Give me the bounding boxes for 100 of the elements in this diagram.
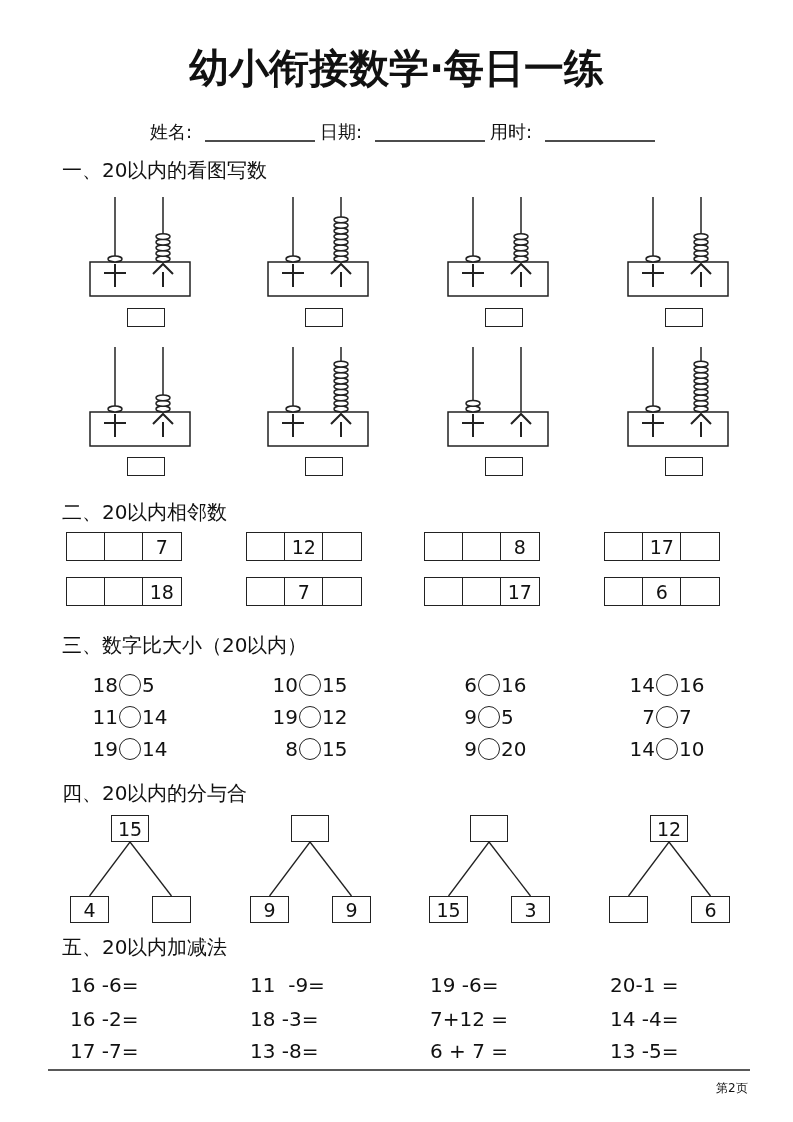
number-text: 9	[345, 898, 358, 921]
number-text: 15	[322, 739, 348, 759]
answer-box	[127, 308, 165, 327]
compare-circle	[119, 706, 141, 728]
equation-text: 7+12 =	[430, 1009, 509, 1029]
number-text: 15	[436, 898, 461, 921]
answer-box	[665, 457, 703, 476]
number-text: 6	[464, 675, 477, 695]
compare-circle	[119, 738, 141, 760]
equation-text: 20-1 =	[610, 975, 679, 995]
number-text: 4	[83, 898, 96, 921]
number-text: 8	[513, 535, 526, 558]
equation-text: 19 -6=	[430, 975, 499, 995]
answer-box	[305, 308, 343, 327]
answer-box	[604, 532, 644, 561]
compare-circle	[656, 738, 678, 760]
answer-box	[680, 532, 720, 561]
connector-line	[309, 841, 353, 897]
compare-circle	[478, 738, 500, 760]
number-box	[642, 577, 682, 606]
answer-box	[462, 577, 502, 606]
answer-box	[152, 896, 191, 923]
number-box	[642, 532, 682, 561]
number-text: 14	[629, 675, 655, 695]
number-text: 17	[649, 535, 674, 558]
number-text: 19	[92, 739, 118, 759]
answer-box	[322, 532, 362, 561]
answer-box	[305, 457, 343, 476]
number-text: 6	[704, 898, 717, 921]
compare-circle	[119, 674, 141, 696]
answer-box	[104, 577, 144, 606]
page-number: 第2页	[716, 1082, 748, 1094]
number-text: 18	[92, 675, 118, 695]
number-box	[332, 896, 371, 923]
section-heading: 一、20以内的看图写数	[62, 160, 268, 180]
answer-box	[104, 532, 144, 561]
number-box	[111, 815, 149, 842]
field-label: 姓名:	[150, 123, 193, 141]
number-text: 3	[524, 898, 537, 921]
answer-box	[66, 577, 106, 606]
number-text: 7	[642, 707, 655, 727]
equation-text: 13 -8=	[250, 1041, 319, 1061]
number-box	[284, 532, 324, 561]
number-text: 10	[679, 739, 705, 759]
number-text: 11	[92, 707, 118, 727]
connector-line	[668, 841, 712, 897]
number-box	[142, 532, 182, 561]
compare-circle	[299, 738, 321, 760]
equation-text: 16 -2=	[70, 1009, 139, 1029]
answer-box	[609, 896, 648, 923]
compare-circle	[656, 674, 678, 696]
section-heading: 二、20以内相邻数	[62, 502, 228, 522]
field-label: 用时:	[490, 123, 533, 141]
connector-line	[447, 841, 490, 897]
answer-box	[462, 532, 502, 561]
number-text: 14	[142, 739, 168, 759]
equation-text: 6 + 7 =	[430, 1041, 509, 1061]
number-text: 7	[297, 580, 310, 603]
equation-text: 11 -9=	[250, 975, 325, 995]
answer-box	[424, 532, 464, 561]
answer-box	[604, 577, 644, 606]
answer-box	[246, 577, 286, 606]
worksheet-title: 幼小衔接数学·每日一练	[187, 48, 606, 88]
number-box	[142, 577, 182, 606]
number-box	[429, 896, 468, 923]
number-text: 9	[263, 898, 276, 921]
equation-text: 13 -5=	[610, 1041, 679, 1061]
number-text: 18	[149, 580, 174, 603]
number-box	[691, 896, 730, 923]
number-text: 16	[501, 675, 527, 695]
number-text: 7	[155, 535, 168, 558]
number-text: 14	[142, 707, 168, 727]
connector-line	[268, 841, 311, 897]
number-box	[500, 532, 540, 561]
number-box	[284, 577, 324, 606]
answer-box	[424, 577, 464, 606]
answer-box	[680, 577, 720, 606]
equation-text: 17 -7=	[70, 1041, 139, 1061]
number-text: 16	[679, 675, 705, 695]
section-heading: 三、数字比大小（20以内）	[62, 635, 308, 655]
number-box	[70, 896, 109, 923]
number-text: 15	[117, 817, 143, 840]
section-heading: 四、20以内的分与合	[62, 783, 248, 803]
answer-box	[322, 577, 362, 606]
number-box	[500, 577, 540, 606]
number-box	[511, 896, 550, 923]
number-text: 5	[142, 675, 155, 695]
number-text: 10	[272, 675, 298, 695]
number-text: 7	[679, 707, 692, 727]
compare-circle	[299, 674, 321, 696]
field-label: 日期:	[320, 123, 363, 141]
section-heading: 五、20以内加减法	[62, 937, 228, 957]
number-text: 20	[501, 739, 527, 759]
answer-box	[485, 308, 523, 327]
number-box	[650, 815, 688, 842]
answer-box	[665, 308, 703, 327]
compare-circle	[478, 706, 500, 728]
number-text: 19	[272, 707, 298, 727]
number-text: 12	[322, 707, 348, 727]
number-text: 9	[464, 739, 477, 759]
